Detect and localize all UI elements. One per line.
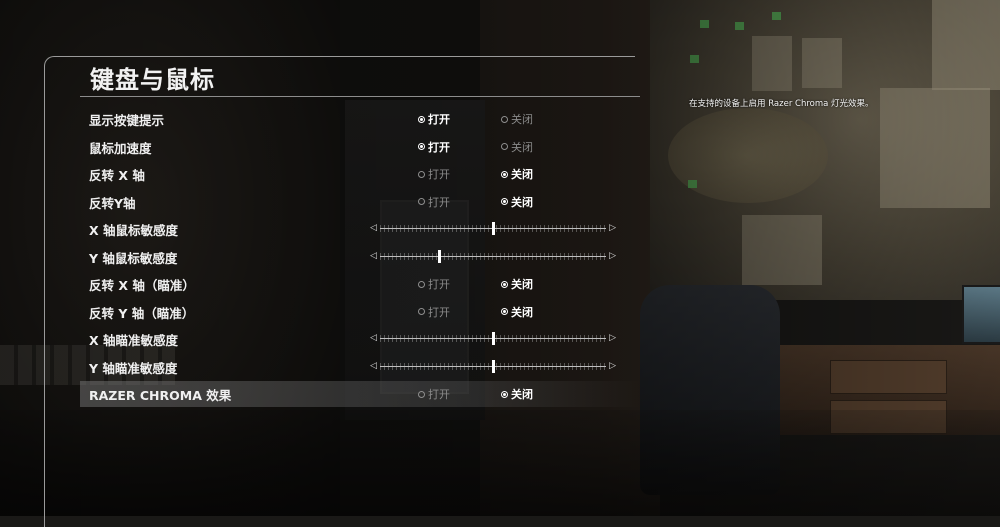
setting-row[interactable]: RAZER CHROMA 效果 打开 关闭	[80, 381, 640, 407]
option-on-label: 打开	[428, 388, 450, 401]
setting-row[interactable]: 反转 X 轴 打开 关闭	[80, 161, 640, 187]
option-on-label: 打开	[428, 113, 450, 126]
slider-decrease-icon[interactable]: ◁	[370, 360, 377, 371]
slider-thumb[interactable]	[492, 359, 495, 373]
setting-row[interactable]: Y 轴瞄准敏感度◁▷	[80, 354, 640, 380]
radio-icon	[418, 198, 425, 205]
option-off-label: 关闭	[511, 195, 533, 209]
setting-label: 鼠标加速度	[89, 140, 152, 156]
slider-increase-icon[interactable]: ▷	[609, 360, 616, 371]
setting-label: Y 轴鼠标敏感度	[89, 250, 178, 266]
slider-decrease-icon[interactable]: ◁	[370, 223, 377, 233]
radio-icon	[418, 170, 425, 178]
option-off-radio[interactable]: 关闭	[501, 166, 533, 182]
radio-icon	[418, 143, 425, 150]
radio-icon	[418, 390, 425, 398]
slider-decrease-icon[interactable]: ◁	[370, 333, 377, 343]
option-on-label: 打开	[428, 278, 450, 291]
setting-description: 在支持的设备上启用 Razer Chroma 灯光效果。	[689, 99, 874, 109]
sensitivity-slider[interactable]: ◁▷	[370, 331, 616, 347]
radio-icon	[501, 198, 508, 205]
slider-decrease-icon[interactable]: ◁	[370, 250, 377, 261]
setting-row[interactable]: X 轴瞄准敏感度◁▷	[80, 326, 640, 352]
option-off-label: 关闭	[511, 388, 533, 401]
option-on-label: 打开	[428, 305, 450, 319]
setting-label: 反转Y轴	[89, 195, 136, 211]
option-on-label: 打开	[428, 140, 450, 154]
option-off-label: 关闭	[511, 278, 533, 291]
option-off-radio[interactable]: 关闭	[501, 139, 533, 155]
setting-row[interactable]: 鼠标加速度 打开 关闭	[80, 134, 640, 160]
setting-label: 反转 X 轴	[89, 168, 145, 183]
background-dim-overlay	[0, 0, 1000, 516]
option-on-radio[interactable]: 打开	[418, 386, 450, 402]
slider-increase-icon[interactable]: ▷	[609, 333, 616, 343]
radio-icon	[501, 115, 508, 123]
setting-row[interactable]: Y 轴鼠标敏感度◁▷	[80, 244, 640, 270]
radio-icon	[501, 280, 508, 288]
settings-panel-frame	[44, 56, 635, 527]
setting-label: X 轴瞄准敏感度	[89, 333, 178, 348]
slider-increase-icon[interactable]: ▷	[609, 250, 616, 261]
radio-icon	[501, 143, 508, 150]
setting-row[interactable]: 反转 Y 轴（瞄准） 打开 关闭	[80, 299, 640, 325]
page-title: 键盘与鼠标	[90, 66, 215, 94]
option-on-radio[interactable]: 打开	[418, 194, 450, 210]
radio-icon	[418, 115, 425, 123]
option-on-label: 打开	[428, 168, 450, 181]
slider-thumb[interactable]	[492, 222, 495, 235]
setting-label: 显示按键提示	[89, 113, 165, 128]
radio-icon	[501, 170, 508, 178]
option-off-label: 关闭	[511, 305, 533, 319]
slider-track[interactable]	[380, 255, 606, 257]
option-on-label: 打开	[428, 195, 450, 209]
background-scene	[0, 0, 1000, 516]
setting-label: 反转 X 轴（瞄准）	[89, 278, 195, 293]
option-off-label: 关闭	[511, 113, 533, 126]
title-divider	[80, 96, 640, 97]
radio-icon	[418, 280, 425, 288]
option-off-radio[interactable]: 关闭	[501, 276, 533, 292]
radio-icon	[501, 308, 508, 315]
slider-thumb[interactable]	[437, 249, 441, 263]
sensitivity-slider[interactable]: ◁▷	[370, 249, 616, 265]
setting-row[interactable]: 显示按键提示 打开 关闭	[80, 106, 640, 132]
setting-label: X 轴鼠标敏感度	[89, 223, 178, 238]
option-off-radio[interactable]: 关闭	[501, 194, 533, 210]
setting-label: 反转 Y 轴（瞄准）	[89, 305, 195, 321]
sensitivity-slider[interactable]: ◁▷	[370, 359, 616, 375]
option-off-radio[interactable]: 关闭	[501, 304, 533, 320]
option-on-radio[interactable]: 打开	[418, 304, 450, 320]
option-off-radio[interactable]: 关闭	[501, 386, 533, 402]
setting-label: Y 轴瞄准敏感度	[89, 360, 178, 376]
option-off-radio[interactable]: 关闭	[501, 111, 533, 127]
option-off-label: 关闭	[511, 140, 533, 154]
option-on-radio[interactable]: 打开	[418, 139, 450, 155]
option-on-radio[interactable]: 打开	[418, 276, 450, 292]
option-on-radio[interactable]: 打开	[418, 166, 450, 182]
setting-row[interactable]: 反转Y轴 打开 关闭	[80, 189, 640, 215]
setting-label: RAZER CHROMA 效果	[89, 388, 232, 403]
slider-increase-icon[interactable]: ▷	[609, 223, 616, 233]
setting-row[interactable]: 反转 X 轴（瞄准） 打开 关闭	[80, 271, 640, 297]
slider-thumb[interactable]	[492, 332, 495, 345]
radio-icon	[418, 308, 425, 315]
radio-icon	[501, 390, 508, 398]
sensitivity-slider[interactable]: ◁▷	[370, 221, 616, 237]
option-on-radio[interactable]: 打开	[418, 111, 450, 127]
setting-row[interactable]: X 轴鼠标敏感度◁▷	[80, 216, 640, 242]
option-off-label: 关闭	[511, 168, 533, 181]
